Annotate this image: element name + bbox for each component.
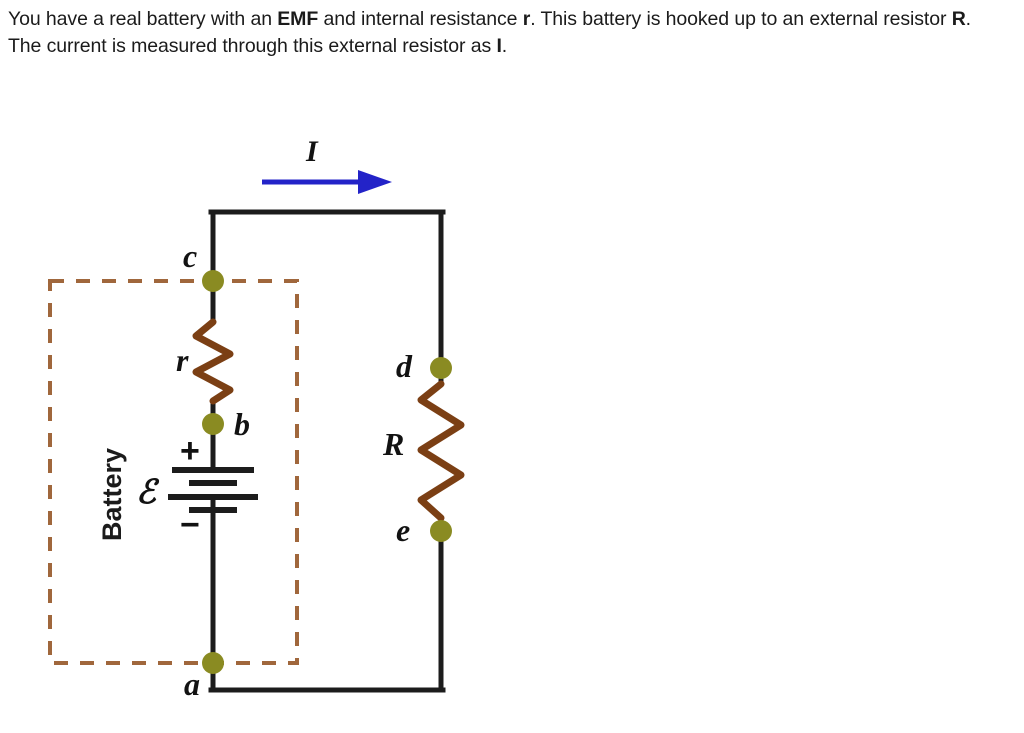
problem-text-part-3: . This battery is hooked up to an extern…	[530, 8, 952, 30]
battery-minus-terminal-sign: −	[180, 506, 200, 544]
node-label-d: d	[396, 348, 412, 384]
node-e-dot	[430, 520, 452, 542]
problem-text-part-1: You have a real battery with an	[8, 8, 278, 30]
problem-term-R: R	[951, 8, 966, 30]
external-resistor-symbol	[417, 380, 465, 522]
current-arrow-head	[358, 170, 392, 194]
node-d-dot	[430, 357, 452, 379]
node-b-dot	[202, 413, 224, 435]
problem-term-emf: EMF	[277, 8, 319, 30]
node-a-dot	[202, 652, 224, 674]
battery-enclosure-dashed-box	[48, 279, 299, 665]
internal-resistor-label-r: r	[176, 342, 189, 378]
battery-enclosure-label: Battery	[97, 447, 127, 541]
node-c-dot	[202, 270, 224, 292]
problem-text-part-2: and internal resistance	[318, 8, 523, 30]
node-label-c: c	[183, 238, 198, 274]
internal-resistor-symbol	[192, 318, 234, 405]
problem-term-I: I	[496, 35, 502, 57]
external-resistor-label-R: R	[383, 426, 405, 462]
current-label-I: I	[306, 135, 318, 168]
problem-text-part-4: . The current is measured through this e…	[8, 8, 971, 57]
node-label-a: a	[184, 666, 200, 702]
emf-label: ℰ	[136, 475, 156, 511]
problem-term-r: r	[522, 8, 531, 30]
node-label-e: e	[396, 512, 411, 548]
problem-statement: You have a real battery with an EMF and …	[8, 6, 998, 60]
problem-text-part-5: .	[501, 35, 508, 57]
node-label-b: b	[234, 406, 250, 442]
battery-plus-terminal-sign: +	[180, 432, 200, 470]
